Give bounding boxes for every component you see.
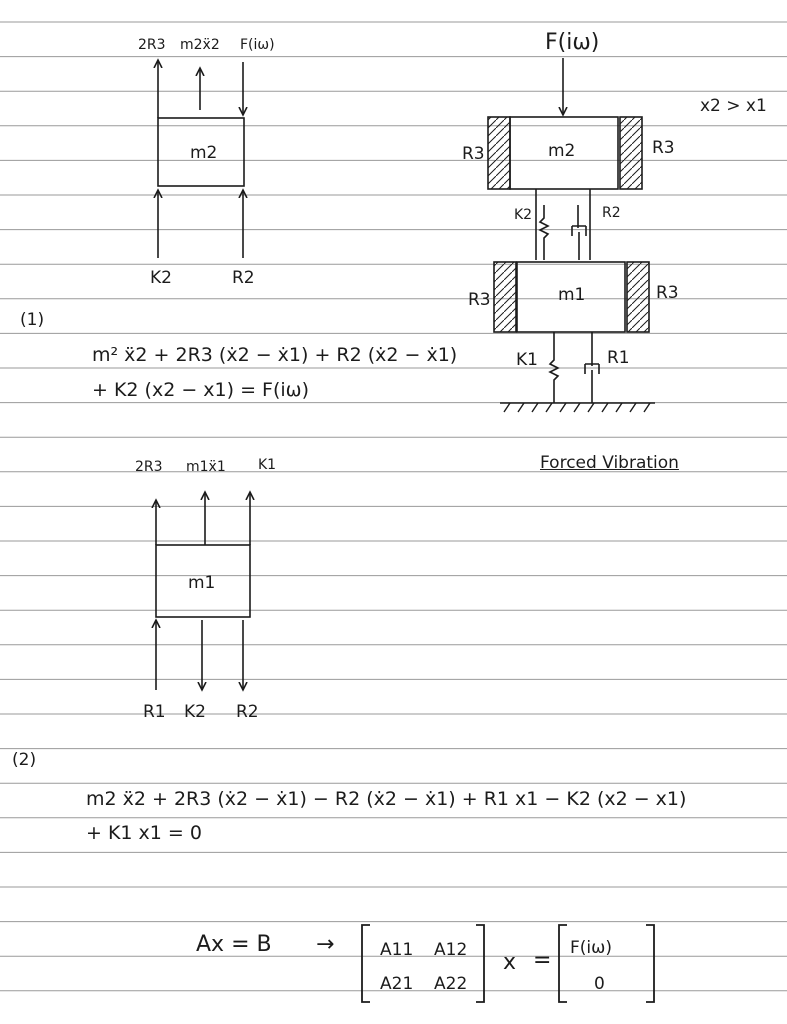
label-inertia-m2: m2ẍ2 [180,37,220,53]
equation-1-number: (1) [20,310,45,330]
label-k2-bottom-m1: K2 [184,702,206,722]
ground-hatch [503,402,651,413]
label-r2-bottom: R2 [232,268,255,288]
rhs-zero: 0 [594,974,605,994]
equation-1-line-2: + K2 (x2 − x1) = F(iω) [92,379,309,401]
label-r3-left-lower: R3 [468,290,491,310]
forced-vibration-title: Forced Vibration [540,453,679,473]
fbd-m2-box [157,117,245,187]
condition-label: x2 > x1 [700,96,767,116]
system-m2-label: m2 [548,141,576,161]
fbd-m1-diagram [156,492,250,690]
fbd-m1-box [155,544,251,618]
matrix-a12: A12 [434,940,468,960]
system-diagram [487,58,655,413]
fbd-m2-diagram [158,60,244,258]
rhs-left-bracket [558,924,567,1003]
matrix-brackets [361,924,655,1003]
label-2r3-m1: 2R3 [135,459,163,475]
matrix-a11: A11 [380,940,414,960]
label-r3-right-upper: R3 [652,138,675,158]
equation-1-line-1: m² ẍ2 + 2R3 (ẋ2 − ẋ1) + R2 (ẋ2 − ẋ1) [92,344,458,366]
system-force-label: F(iω) [545,30,600,55]
rhs-right-bracket [646,924,655,1003]
system-m1-label: m1 [558,285,586,305]
label-2r3-m2: 2R3 [138,37,166,53]
label-force-m2: F(iω) [240,37,275,53]
matrix-arrow: → [316,932,335,957]
damper-r3-left-upper [487,116,511,190]
label-inertia-m1: m1ẍ1 [186,459,226,475]
equation-2-line-1: m2 ẍ2 + 2R3 (ẋ2 − ẋ1) − R2 (ẋ2 − ẋ1) + R… [86,788,687,810]
ruled-lines [0,21,787,992]
label-r2-bottom-m1: R2 [236,702,259,722]
matrix-variable-x: x [503,950,517,975]
damper-r2 [571,205,587,260]
fbd-m2-mass-label: m2 [190,143,218,163]
spring-k2 [538,205,550,260]
label-k2-bottom: K2 [150,268,172,288]
label-k1-top: K1 [258,457,277,473]
equation-2-number: (2) [12,750,37,770]
matrix-a-left-bracket [361,924,370,1003]
label-k2-spring: K2 [514,207,533,223]
equation-2-line-2: + K1 x1 = 0 [86,822,202,844]
spring-k1 [548,332,560,403]
fbd-m1-mass-label: m1 [188,573,216,593]
mass-m1-box [516,261,626,333]
matrix-a22: A22 [434,974,468,994]
matrix-a-right-bracket [476,924,485,1003]
label-k1-spring: K1 [516,350,538,370]
matrix-lhs: Ax = B [196,932,272,957]
damper-r3-right-lower [626,261,650,333]
label-r2-damper: R2 [602,205,621,221]
damper-r1 [584,332,600,403]
damper-r3-right-upper [619,116,643,190]
damper-r3-left-lower [493,261,517,333]
label-r1-damper: R1 [607,348,630,368]
label-r3-left-upper: R3 [462,144,485,164]
label-r3-right-lower: R3 [656,283,679,303]
rhs-force: F(iω) [570,938,613,958]
matrix-equals: = [533,948,552,973]
label-r1-bottom: R1 [143,702,166,722]
matrix-a21: A21 [380,974,414,994]
